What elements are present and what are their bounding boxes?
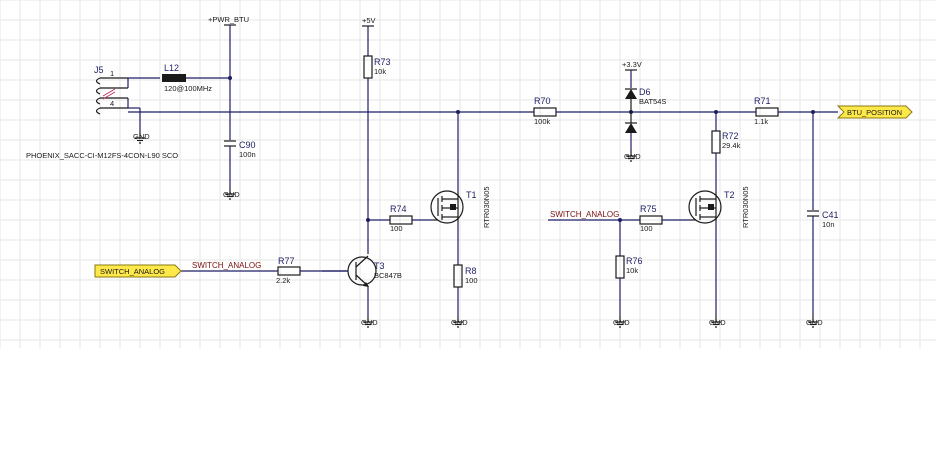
t2-value: RTR030N05 xyxy=(741,186,750,228)
transistor-t3[interactable]: T3 BC847B xyxy=(347,255,402,287)
t3-value: BC847B xyxy=(374,271,402,280)
r74-value: 100 xyxy=(390,224,403,233)
resistor-r75[interactable]: R75 100 xyxy=(639,204,663,233)
r76-value: 10k xyxy=(626,266,638,275)
l12-ref: L12 xyxy=(164,63,179,73)
net-label-switch-analog-left: SWITCH_ANALOG xyxy=(192,261,261,270)
port-btu-position-text: BTU_POSITION xyxy=(847,108,902,117)
t2-ref: T2 xyxy=(724,190,735,200)
gnd-label-c41: GND xyxy=(806,318,823,327)
gnd-label-d6: GND xyxy=(624,152,641,161)
connector-j5[interactable]: J5 1 4 PHOENIX_SACC-CI-M12FS-4CON-L90 SC… xyxy=(26,65,178,160)
pwr-btu-label: +PWR_BTU xyxy=(208,15,249,24)
pin1-label: 1 xyxy=(110,69,114,78)
c41-value: 10n xyxy=(822,220,835,229)
gnd-label-r8: GND xyxy=(451,318,468,327)
net-label-switch-analog-right: SWITCH_ANALOG xyxy=(550,210,619,219)
r74-ref: R74 xyxy=(390,204,407,214)
gnd-label-r76: GND xyxy=(613,318,630,327)
gnd-label-t3: GND xyxy=(361,318,378,327)
j5-ref: J5 xyxy=(94,65,104,75)
gnd-label-j5: GND xyxy=(133,132,150,141)
mosfet-t2[interactable]: T2 RTR030N05 xyxy=(688,186,750,228)
connector-part-label: PHOENIX_SACC-CI-M12FS-4CON-L90 SCO xyxy=(26,151,178,160)
port-switch-analog-text: SWITCH_ANALOG xyxy=(100,267,165,276)
r76-ref: R76 xyxy=(626,256,643,266)
r75-value: 100 xyxy=(640,224,653,233)
diode-d6[interactable]: D6 BAT54S xyxy=(625,87,666,133)
c90-ref: C90 xyxy=(239,140,256,150)
port-btu-position[interactable]: BTU_POSITION xyxy=(836,105,913,119)
c90-value: 100n xyxy=(239,150,256,159)
port-switch-analog[interactable]: SWITCH_ANALOG xyxy=(94,264,182,278)
resistor-r73[interactable]: R73 10k xyxy=(363,55,391,79)
r70-ref: R70 xyxy=(534,96,551,106)
c41-ref: C41 xyxy=(822,210,839,220)
resistor-r74[interactable]: R74 100 xyxy=(389,204,413,233)
capacitor-c90[interactable]: C90 100n xyxy=(224,140,256,159)
pin4-label: 4 xyxy=(110,99,114,108)
gnd-label-c90: GND xyxy=(223,190,240,199)
t1-ref: T1 xyxy=(466,190,477,200)
r73-ref: R73 xyxy=(374,57,391,67)
r70-value: 100k xyxy=(534,117,551,126)
p3v3-label: +3.3V xyxy=(622,60,642,69)
gnd-label-t2: GND xyxy=(709,318,726,327)
r73-value: 10k xyxy=(374,67,386,76)
r8-ref: R8 xyxy=(465,266,477,276)
r8-value: 100 xyxy=(465,276,478,285)
inductor-l12[interactable]: L12 120@100MHz xyxy=(162,63,212,93)
r71-ref: R71 xyxy=(754,96,771,106)
r72-ref: R72 xyxy=(722,131,739,141)
r72-value: 29.4k xyxy=(722,141,741,150)
l12-value: 120@100MHz xyxy=(164,84,212,93)
r71-value: 1.1k xyxy=(754,117,768,126)
r75-ref: R75 xyxy=(640,204,657,214)
resistor-r72[interactable]: R72 29.4k xyxy=(711,130,741,154)
resistor-r8[interactable]: R8 100 xyxy=(453,264,478,288)
d6-ref: D6 xyxy=(639,87,651,97)
mosfet-t1[interactable]: T1 RTR030N05 xyxy=(430,186,491,228)
t1-value: RTR030N05 xyxy=(482,186,491,228)
r77-value: 2.2k xyxy=(276,276,290,285)
p5v-label: +5V xyxy=(362,16,376,25)
r77-ref: R77 xyxy=(278,256,295,266)
t3-ref: T3 xyxy=(374,261,385,271)
grid-lines xyxy=(0,0,936,348)
d6-value: BAT54S xyxy=(639,97,666,106)
